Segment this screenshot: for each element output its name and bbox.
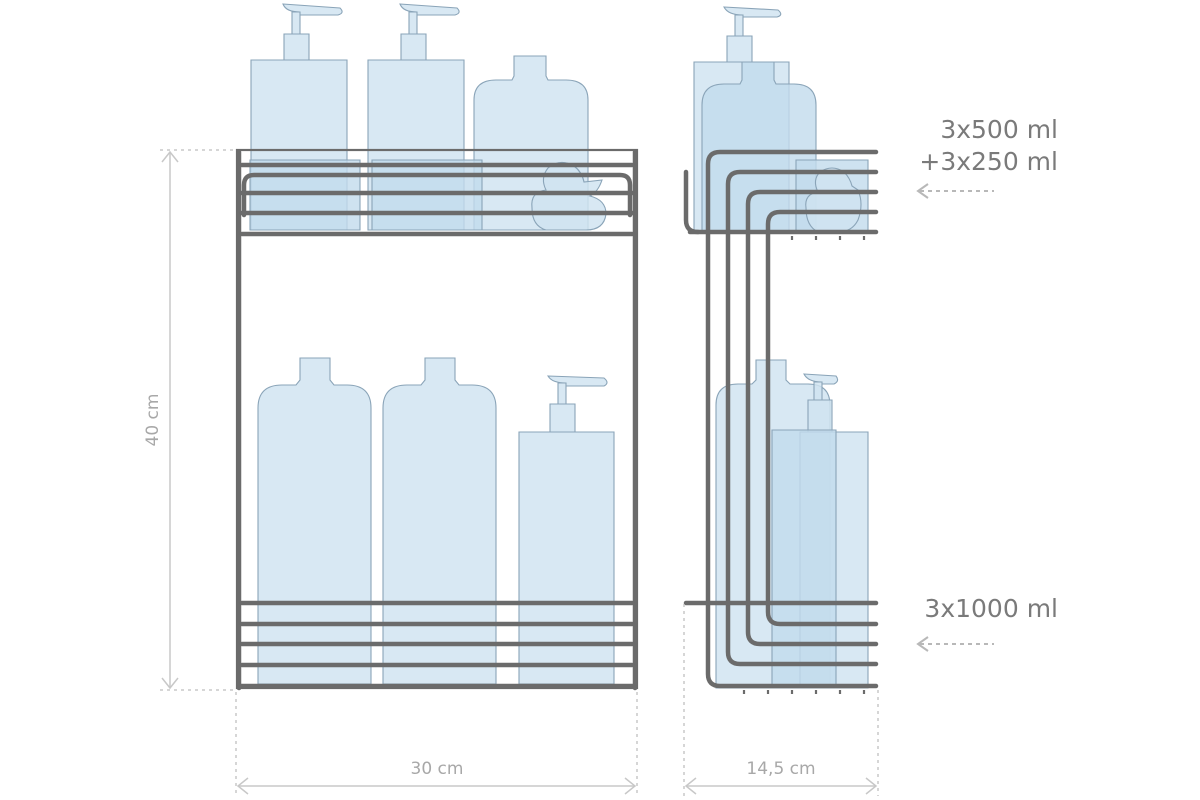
front-view <box>235 3 639 691</box>
depth-dimension: 14,5 cm <box>683 604 879 796</box>
width-label: 30 cm <box>411 759 464 779</box>
large-bottle-1 <box>257 357 372 685</box>
side-frame <box>683 149 879 694</box>
bottom-shelf-bottles <box>257 357 615 685</box>
pump-bottle-3 <box>518 375 615 685</box>
top-shelf-bottles <box>249 3 607 231</box>
side-tall-bottle <box>771 429 837 689</box>
height-label: 40 cm <box>143 394 163 447</box>
bottom-arrow-icon <box>916 636 994 652</box>
depth-label: 14,5 cm <box>746 759 815 779</box>
side-bottle <box>701 61 817 233</box>
top-capacity-line1: 3x500 ml <box>940 115 1058 144</box>
bottom-capacity: 3x1000 ml <box>916 594 1058 652</box>
side-view <box>683 6 879 694</box>
height-dimension: 40 cm <box>143 149 236 691</box>
top-arrow-icon <box>916 183 994 199</box>
large-bottle-2 <box>382 357 497 685</box>
width-dimension: 30 cm <box>235 692 638 796</box>
front-frame <box>235 148 639 691</box>
top-capacity: 3x500 ml +3x250 ml <box>916 115 1058 199</box>
top-capacity-line2: +3x250 ml <box>919 147 1058 176</box>
bottom-capacity-label: 3x1000 ml <box>924 594 1058 623</box>
side-bottom-bottles <box>715 359 869 689</box>
side-top-bottles <box>693 6 869 233</box>
